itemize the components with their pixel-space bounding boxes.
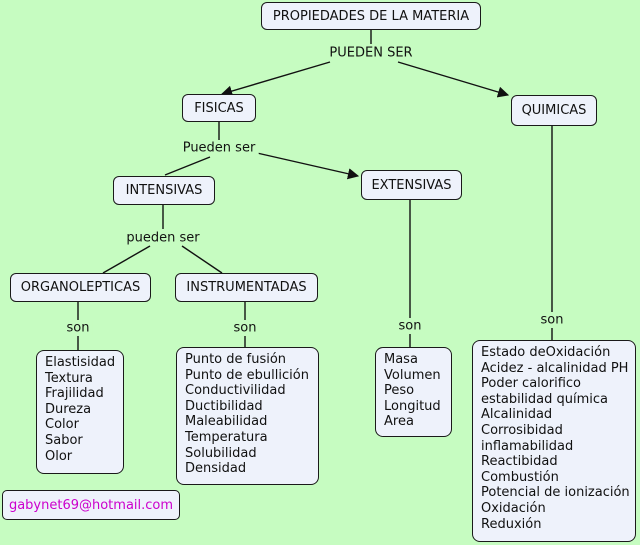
list-item: Frajilidad xyxy=(45,386,104,402)
list-item: Solubilidad xyxy=(185,445,257,461)
link-pueden-ser-fisicas: Pueden ser xyxy=(179,140,259,156)
email-text: gabynet69@hotmail.com xyxy=(8,497,174,513)
list-extensivas: Masa Volumen Peso Longitud Area xyxy=(375,347,452,437)
list-item: Reactibidad xyxy=(481,454,558,470)
list-item: Olor xyxy=(45,448,73,464)
node-label: ORGANOLEPTICAS xyxy=(20,280,141,295)
list-item: Color xyxy=(45,417,79,433)
list-item: Longitud xyxy=(384,398,441,414)
list-quimicas: Estado deOxidación Acidez - alcalinidad … xyxy=(472,340,636,542)
node-label: QUIMICAS xyxy=(521,103,587,118)
link-son-instrumentadas: son xyxy=(230,320,260,336)
list-item: Masa xyxy=(384,352,418,367)
list-item: Volumen xyxy=(384,367,441,383)
list-item: Reduxión xyxy=(481,516,542,532)
node-fisicas: FISICAS xyxy=(182,94,256,122)
list-item: Poder calorifico xyxy=(481,376,581,392)
node-organolepticas: ORGANOLEPTICAS xyxy=(10,273,151,302)
list-item: Punto de ebullición xyxy=(185,367,309,383)
list-item: Ductibilidad xyxy=(185,398,263,414)
list-item: inflamabilidad xyxy=(481,438,574,454)
author-email: gabynet69@hotmail.com xyxy=(2,490,180,520)
link-son-organolepticas: son xyxy=(63,320,93,336)
link-pueden-ser-root: PUEDEN SER xyxy=(326,45,416,61)
list-item: Dureza xyxy=(45,401,92,417)
list-item: Combustión xyxy=(481,469,559,485)
list-item: Temperatura xyxy=(185,429,268,445)
node-label: INSTRUMENTADAS xyxy=(186,280,307,295)
node-quimicas: QUIMICAS xyxy=(511,95,597,126)
list-item: Textura xyxy=(45,370,93,386)
node-extensivas: EXTENSIVAS xyxy=(361,170,462,200)
node-instrumentadas: INSTRUMENTADAS xyxy=(175,273,318,302)
list-instrumentadas: Punto de fusión Punto de ebullición Cond… xyxy=(176,347,319,485)
list-item: Acidez - alcalinidad PH xyxy=(481,360,629,376)
node-label: FISICAS xyxy=(194,100,244,116)
list-item: Conductivilidad xyxy=(185,383,286,399)
list-item: Punto de fusión xyxy=(185,352,287,367)
list-item: Densidad xyxy=(185,461,247,477)
link-son-extensivas: son xyxy=(395,318,425,334)
node-label: EXTENSIVAS xyxy=(371,177,452,193)
list-item: Corrosibidad xyxy=(481,422,563,438)
link-son-quimicas: son xyxy=(537,312,567,328)
list-item: Area xyxy=(384,414,414,430)
node-label: INTENSIVAS xyxy=(125,183,203,198)
list-item: Elastisidad xyxy=(45,355,116,370)
list-item: Sabor xyxy=(45,432,83,448)
list-item: estabilidad química xyxy=(481,391,609,407)
list-item: Oxidación xyxy=(481,500,546,516)
list-item: Peso xyxy=(384,383,415,399)
list-item: Estado deOxidación xyxy=(481,345,611,360)
node-label: PROPIEDADES DE LA MATERIA xyxy=(272,8,470,24)
list-item: Alcalinidad xyxy=(481,407,553,423)
list-item: Potencial de ionización xyxy=(481,485,630,501)
list-organolepticas: Elastisidad Textura Frajilidad Dureza Co… xyxy=(36,350,124,474)
node-propiedades-materia: PROPIEDADES DE LA MATERIA xyxy=(261,2,481,30)
node-intensivas: INTENSIVAS xyxy=(113,176,215,205)
link-pueden-ser-intensivas: pueden ser xyxy=(123,230,203,246)
list-item: Maleabilidad xyxy=(185,414,268,430)
